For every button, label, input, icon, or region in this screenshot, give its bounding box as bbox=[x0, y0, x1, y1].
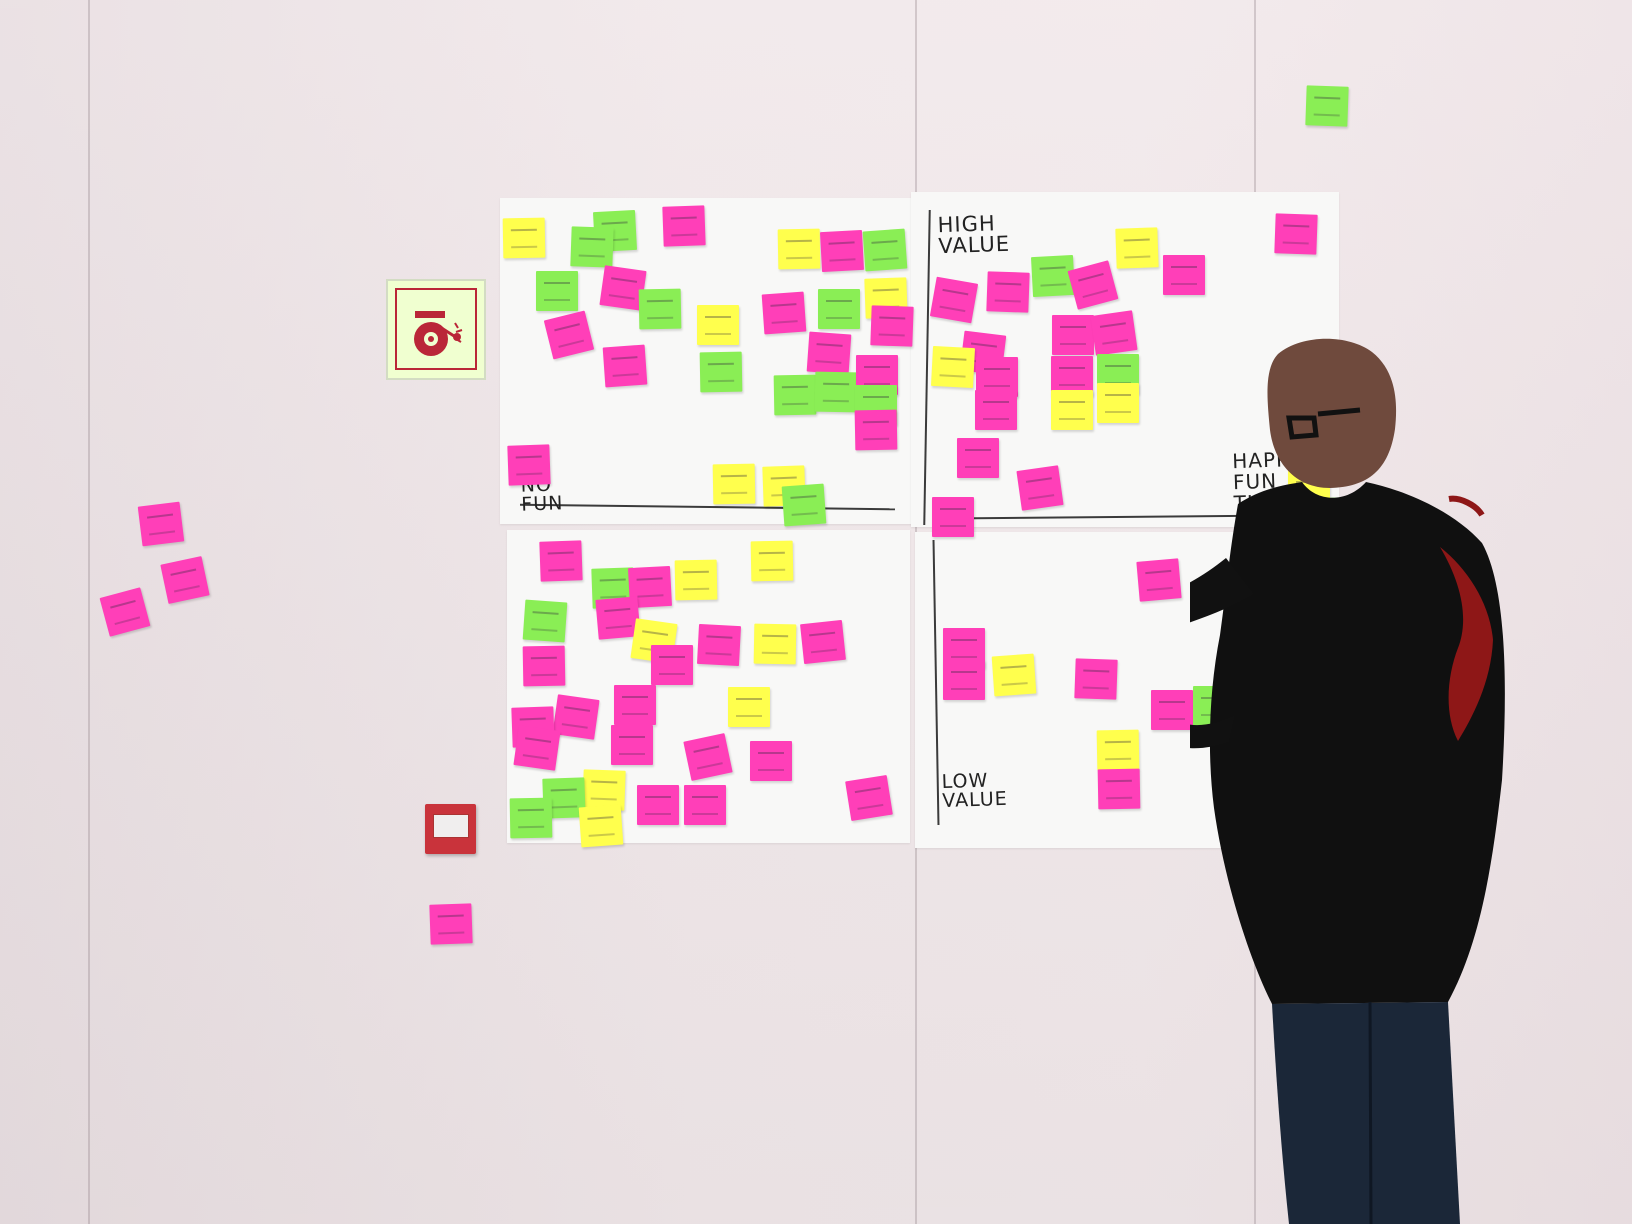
sticky-note bbox=[637, 785, 679, 825]
sticky-note bbox=[1097, 768, 1141, 810]
sticky-note bbox=[932, 497, 974, 537]
sticky-note bbox=[696, 623, 742, 667]
sticky-note bbox=[750, 540, 794, 582]
sticky-note bbox=[818, 289, 860, 329]
sticky-note bbox=[611, 725, 653, 765]
sticky-note bbox=[1305, 85, 1349, 127]
sticky-note bbox=[930, 345, 976, 389]
sticky-note bbox=[1090, 310, 1138, 356]
sticky-note bbox=[781, 483, 827, 527]
sticky-note bbox=[1016, 465, 1064, 511]
sticky-note bbox=[638, 288, 682, 330]
sticky-note bbox=[539, 540, 583, 582]
sticky-note bbox=[975, 390, 1017, 430]
low-value-label: LOW VALUE bbox=[941, 769, 1009, 813]
sticky-note bbox=[1136, 558, 1182, 602]
sticky-note bbox=[683, 733, 733, 781]
sticky-note bbox=[1115, 227, 1159, 269]
sticky-note bbox=[536, 271, 578, 311]
sticky-note bbox=[509, 797, 553, 839]
sticky-note bbox=[502, 217, 546, 259]
sticky-note bbox=[1151, 690, 1193, 730]
sticky-note bbox=[1274, 213, 1318, 255]
sticky-note bbox=[728, 687, 770, 727]
sticky-note bbox=[1051, 356, 1093, 396]
sticky-note bbox=[806, 331, 852, 375]
sticky-note bbox=[800, 619, 846, 665]
sticky-note bbox=[578, 804, 624, 848]
fire-alarm-sign bbox=[386, 279, 486, 380]
sticky-note bbox=[986, 271, 1030, 313]
sticky-note bbox=[777, 228, 821, 270]
sticky-note bbox=[513, 725, 561, 771]
sticky-note bbox=[684, 785, 726, 825]
sticky-note bbox=[602, 344, 648, 388]
sticky-note bbox=[522, 599, 568, 643]
sticky-note bbox=[137, 501, 185, 547]
sticky-note bbox=[651, 645, 693, 685]
sticky-note bbox=[862, 228, 908, 272]
sticky-note bbox=[943, 660, 985, 700]
sticky-note bbox=[991, 653, 1037, 697]
sticky-note bbox=[697, 305, 739, 345]
sticky-note bbox=[699, 351, 743, 393]
sticky-note bbox=[1096, 729, 1140, 771]
sticky-note bbox=[1097, 383, 1139, 423]
sticky-note bbox=[814, 371, 858, 413]
sticky-note bbox=[1163, 255, 1205, 295]
sticky-note bbox=[819, 229, 865, 273]
sticky-note bbox=[712, 463, 756, 505]
sticky-note bbox=[957, 438, 999, 478]
sticky-note bbox=[1074, 658, 1118, 700]
sticky-note bbox=[507, 444, 551, 486]
sticky-note bbox=[522, 645, 566, 687]
fire-alarm-call-point[interactable] bbox=[425, 804, 476, 854]
sticky-note bbox=[854, 409, 898, 451]
wall-panel-seam-left bbox=[88, 0, 90, 1224]
sticky-note bbox=[662, 205, 706, 247]
sticky-note bbox=[773, 374, 817, 416]
person-silhouette bbox=[1190, 338, 1505, 1224]
fire-alarm-call-point-icon bbox=[433, 814, 469, 838]
high-value-label: HIGH VALUE bbox=[937, 211, 1011, 259]
sticky-note bbox=[429, 903, 473, 945]
sticky-note bbox=[753, 623, 797, 665]
sticky-note bbox=[750, 741, 792, 781]
sticky-note bbox=[674, 559, 718, 601]
sticky-note bbox=[929, 276, 979, 324]
sticky-note bbox=[870, 305, 914, 347]
fire-alarm-bell-icon bbox=[414, 311, 463, 356]
sticky-note bbox=[570, 226, 614, 268]
sticky-note bbox=[1051, 390, 1093, 430]
sticky-note bbox=[845, 774, 893, 822]
sticky-note bbox=[761, 291, 807, 335]
sticky-note bbox=[160, 556, 210, 604]
sticky-note bbox=[1052, 315, 1094, 355]
sticky-note bbox=[614, 685, 656, 725]
